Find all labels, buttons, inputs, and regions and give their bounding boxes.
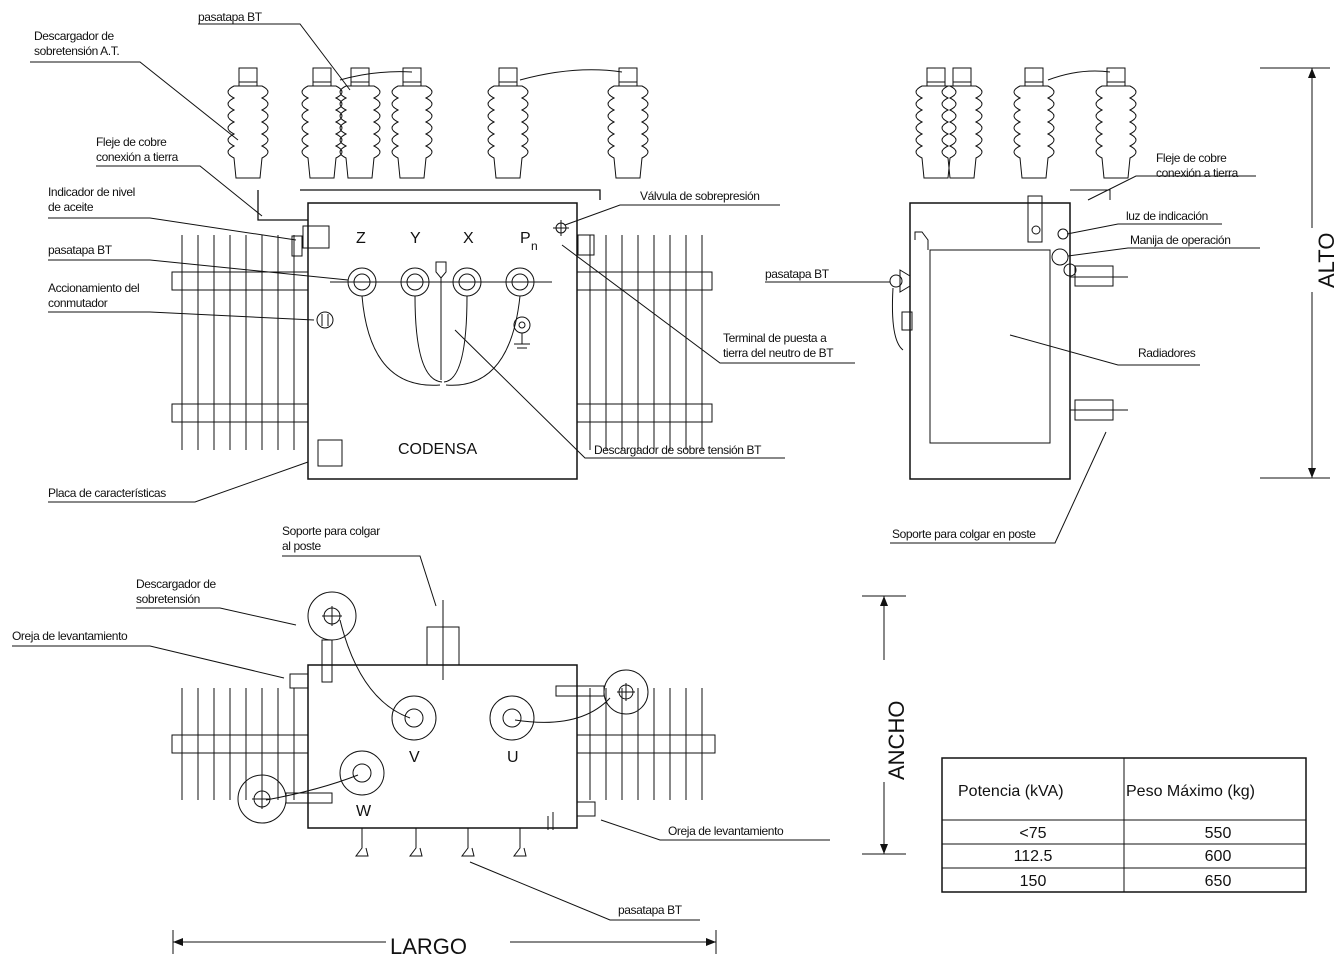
label-fleje: Fleje de cobre [96, 135, 167, 149]
table-cell: 550 [1205, 825, 1232, 842]
side-view: ALTO Fleje de cobre conexión a tierra lu… [765, 67, 1338, 544]
commutator-icon [316, 311, 334, 329]
terminal-p: P [520, 230, 531, 247]
terminal-x: X [463, 230, 474, 247]
label-fleje-2: conexión a tierra [96, 150, 179, 164]
label-descargador-at-2: sobretensión A.T. [34, 44, 119, 58]
top-label-descargador-2: sobretensión [136, 592, 200, 606]
top-view: V U W ANCHO LARGO Sopor [12, 524, 909, 958]
top-label-pasatapa: pasatapa BT [618, 903, 683, 917]
front-view: Z Y X P n CODENSA Descargador de so [30, 10, 855, 503]
label-pasatapa-top: pasatapa BT [198, 10, 263, 24]
front-terminals [330, 261, 552, 386]
table-header-potencia: Potencia (kVA) [958, 783, 1064, 800]
nameplate [317, 439, 343, 467]
side-label-manija: Manija de operación [1130, 233, 1230, 247]
bushing-v [391, 695, 437, 741]
label-pasatapa-mid: pasatapa BT [48, 243, 113, 257]
label-descargador-bt: Descargador de sobre tensión BT [594, 443, 762, 457]
top-label-oreja-left: Oreja de levantamiento [12, 629, 128, 643]
weight-table: Potencia (kVA) Peso Máximo (kg) <75 550 … [941, 757, 1307, 893]
terminal-w: W [356, 803, 372, 820]
front-radiator-right [576, 235, 713, 450]
handle-icon [1051, 248, 1069, 266]
label-descargador-at: Descargador de [34, 29, 115, 43]
terminal-y: Y [410, 230, 421, 247]
label-placa: Placa de características [48, 486, 166, 500]
terminal-v: V [409, 749, 420, 766]
terminal-u: U [507, 749, 519, 766]
side-tank [909, 202, 1071, 480]
front-radiator-left [171, 235, 309, 450]
top-label-soporte: Soporte para colgar [282, 524, 380, 538]
label-terminal-2: tierra del neutro de BT [723, 346, 834, 360]
top-tank [307, 664, 578, 829]
side-label-radiadores: Radiadores [1138, 346, 1196, 360]
table-cell: 650 [1205, 873, 1232, 890]
terminal-p-sub: n [531, 239, 537, 253]
bushing-u [489, 695, 535, 741]
label-indicador: Indicador de nivel [48, 185, 135, 199]
table-cell: 112.5 [1014, 848, 1053, 865]
table-cell: 150 [1020, 873, 1047, 890]
brand-label: CODENSA [398, 441, 477, 458]
top-label-soporte-2: al poste [282, 539, 322, 553]
bushing-w [339, 750, 385, 796]
table-header-peso: Peso Máximo (kg) [1126, 783, 1255, 800]
side-label-soporte: Soporte para colgar en poste [892, 527, 1036, 541]
label-terminal: Terminal de puesta a [723, 331, 827, 345]
table-cell: <75 [1019, 825, 1046, 842]
top-radiator-right [576, 688, 716, 800]
dimension-alto: ALTO [1314, 233, 1338, 288]
label-valvula: Válvula de sobrepresión [640, 189, 760, 203]
dimension-largo: LARGO [390, 934, 467, 958]
terminal-z: Z [356, 230, 366, 247]
side-label-fleje: Fleje de cobre [1156, 151, 1227, 165]
label-accionamiento-2: conmutador [48, 296, 108, 310]
top-radiator-left [171, 688, 309, 800]
top-label-descargador: Descargador de [136, 577, 217, 591]
top-label-oreja-right: Oreja de levantamiento [668, 824, 784, 838]
front-tank [307, 202, 578, 480]
table-cell: 600 [1205, 848, 1232, 865]
label-accionamiento: Accionamiento del [48, 281, 139, 295]
side-label-luz: luz de indicación [1126, 209, 1208, 223]
dimension-ancho: ANCHO [884, 701, 909, 780]
side-label-fleje-2: conexión a tierra [1156, 166, 1239, 180]
label-indicador-2: de aceite [48, 200, 94, 214]
side-label-pasatapa: pasatapa BT [765, 267, 830, 281]
lv-bushings [355, 828, 527, 857]
